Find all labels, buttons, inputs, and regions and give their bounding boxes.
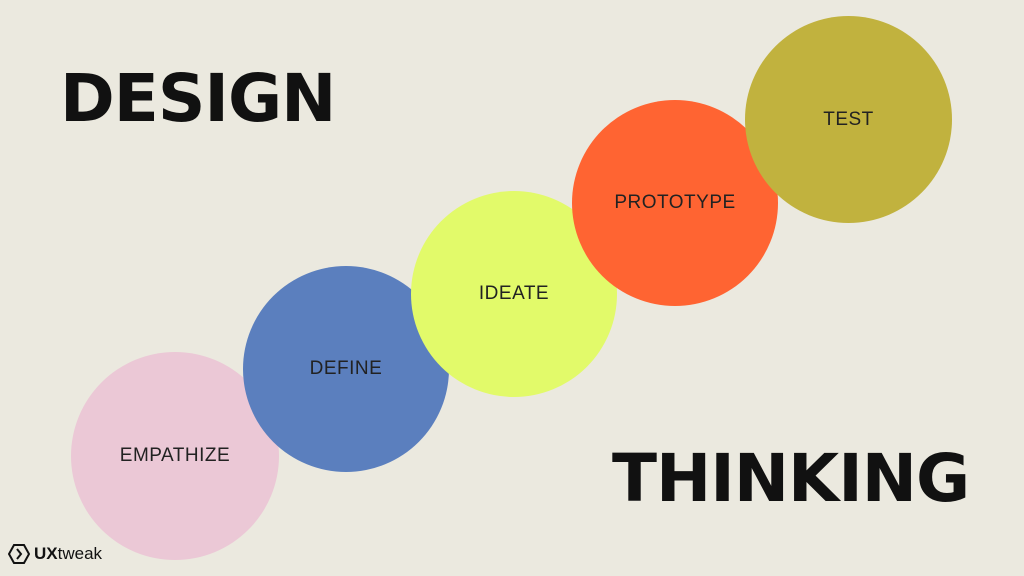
stage-prototype: PROTOTYPE	[572, 100, 778, 306]
title-thinking: THINKING	[612, 440, 970, 517]
logo-text-rest: tweak	[57, 544, 103, 563]
title-design: DESIGN	[60, 60, 336, 137]
stage-test: TEST	[745, 16, 952, 223]
uxtweak-logo: UXtweak	[8, 543, 102, 565]
stage-label: TEST	[823, 108, 874, 130]
stage-label: EMPATHIZE	[119, 445, 231, 466]
stage-label: PROTOTYPE	[614, 192, 736, 213]
stage-label: DEFINE	[309, 358, 383, 379]
stage-label: IDEATE	[478, 283, 550, 304]
logo-text-bold: UX	[34, 544, 58, 563]
chevron-hexagon-icon	[8, 543, 30, 565]
